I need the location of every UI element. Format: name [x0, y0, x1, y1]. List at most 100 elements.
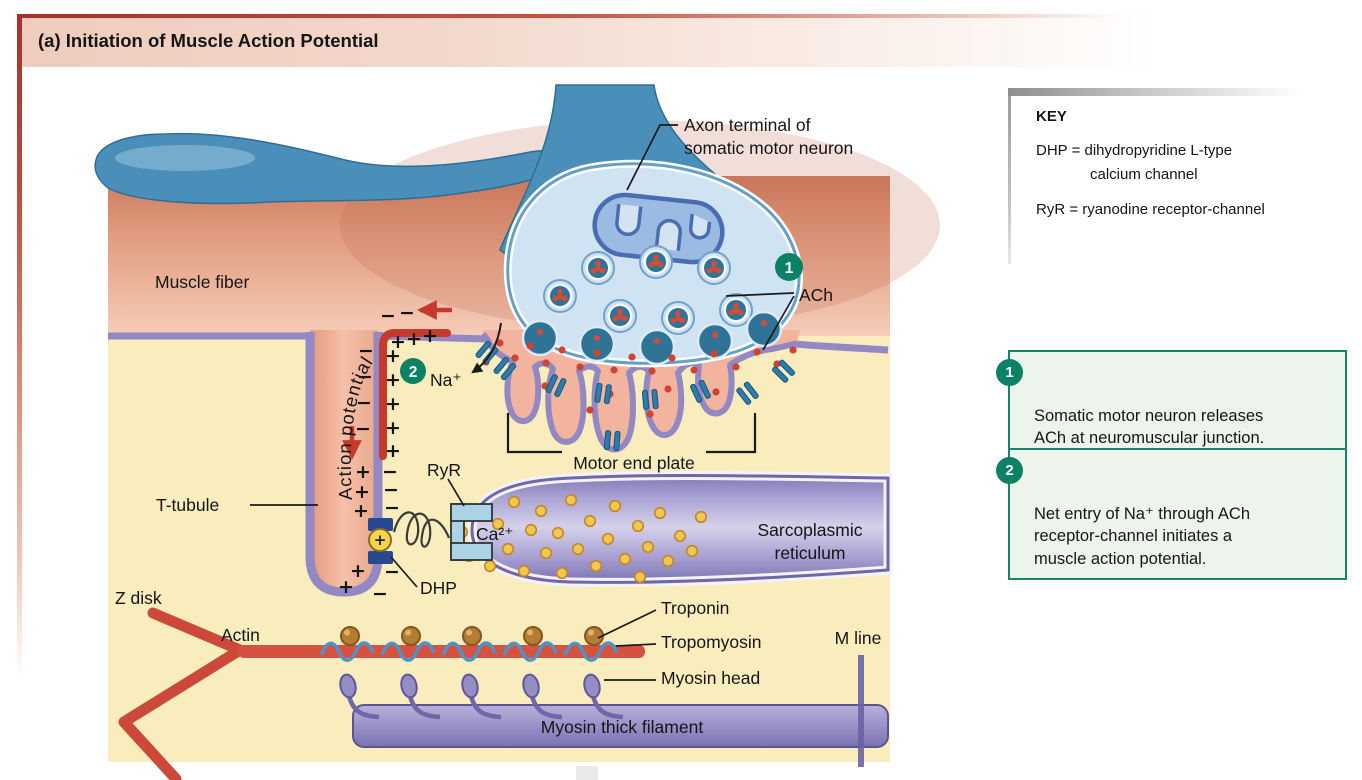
action-potential-wave	[379, 329, 451, 460]
dhp-label: DHP	[420, 578, 457, 598]
svg-text:+: +	[385, 417, 401, 439]
ach-receptor-channel-icon	[641, 389, 659, 410]
synaptic-vesicle-icon	[581, 251, 615, 285]
callout-step-2: 2 Net entry of Na⁺ through ACh receptor-…	[996, 448, 1347, 581]
callout-2-text: Net entry of Na⁺ through ACh receptor-ch…	[1034, 504, 1250, 568]
key-box-top-rule	[1008, 88, 1320, 96]
dhp-channel-icon: +	[368, 518, 393, 564]
svg-text:−: −	[355, 418, 371, 440]
sr-label-line1: Sarcoplasmic	[757, 520, 862, 540]
svg-text:+: +	[422, 325, 438, 347]
sarcomere-unit	[319, 626, 380, 720]
z-disk-structure	[118, 607, 246, 780]
sr-label-line2: reticulum	[775, 543, 846, 563]
svg-text:−: −	[384, 497, 400, 519]
t-tubule-label: T-tubule	[156, 495, 219, 515]
synaptic-vesicle-icon	[719, 293, 753, 327]
ach-receptor-channel-icon	[493, 356, 517, 381]
troponin-label: Troponin	[661, 598, 729, 618]
sarcomere-unit	[563, 626, 624, 720]
positive-charges: +++++++++++++	[338, 325, 438, 598]
key-dhp-definition-line1: DHP = dihydropyridine L-type	[1036, 141, 1233, 159]
sarcolemma-membrane	[794, 340, 889, 354]
calcium-ions	[455, 493, 708, 584]
myosin-head-icon	[522, 673, 540, 699]
key-heading: KEY	[1036, 108, 1067, 125]
m-line-label: M line	[835, 628, 882, 648]
dhp-ryr-link-icon	[392, 511, 451, 548]
svg-text:−: −	[358, 340, 374, 362]
membrane-pocket-icon	[521, 319, 559, 357]
svg-text:+: +	[385, 393, 401, 415]
svg-text:−: −	[372, 583, 388, 605]
svg-text:+: +	[406, 328, 422, 350]
svg-text:+: +	[354, 481, 370, 503]
myosin-neck-icon	[468, 695, 502, 720]
left-accent-bar	[17, 14, 22, 704]
tropomyosin-icon	[441, 641, 497, 662]
step-2-badge-number: 2	[409, 364, 418, 381]
svg-text:−: −	[357, 366, 373, 388]
membrane-pocket-icon	[638, 328, 676, 366]
tropomyosin-icon	[380, 641, 436, 662]
myosin-neck-icon	[590, 695, 624, 720]
callout-1-badge: 1	[996, 359, 1023, 386]
membrane-pocket-icon	[745, 310, 783, 348]
troponin-icon	[340, 626, 360, 646]
ach-label: ACh	[799, 285, 833, 305]
ach-receptor-channel-icon	[772, 359, 796, 383]
motor-end-plate-membrane	[480, 331, 798, 453]
svg-text:−: −	[380, 305, 396, 327]
na-entry-arrow-icon	[471, 322, 502, 374]
t-tubule-membrane	[305, 332, 383, 597]
ryr-channel-icon	[450, 503, 493, 561]
svg-text:−: −	[384, 561, 400, 583]
key-dhp-definition-line2: calcium channel	[1090, 165, 1198, 183]
svg-text:+: +	[390, 331, 406, 353]
callout-1-text: Somatic motor neuron releases ACh at neu…	[1034, 406, 1265, 448]
key-ryr-definition: RyR = ryanodine receptor-channel	[1036, 201, 1265, 219]
tropomyosin-icon	[563, 641, 619, 662]
myosin-head-icon	[400, 673, 418, 699]
troponin-tropomyosin-myosin-units	[319, 626, 624, 720]
panel-title: (a) Initiation of Muscle Action Potentia…	[38, 30, 379, 51]
callout-step-1: 1 Somatic motor neuron releases ACh at n…	[996, 350, 1347, 460]
svg-text:−: −	[399, 302, 415, 324]
myosin-head-icon	[339, 673, 357, 699]
sarcoplasmic-reticulum-outline	[470, 473, 890, 584]
ach-receptor-channel-icon	[603, 430, 621, 451]
membrane-pocket-icon	[578, 325, 616, 363]
troponin-icon	[523, 626, 543, 646]
callout-2-badge: 2	[996, 457, 1023, 484]
svg-text:+: +	[355, 461, 371, 483]
tropomyosin-icon	[319, 641, 375, 662]
svg-text:−: −	[383, 479, 399, 501]
tropomyosin-icon	[502, 641, 558, 662]
negative-charges: −−−−−−−−−−−−	[355, 300, 434, 605]
step-1-badge-number: 1	[785, 260, 794, 277]
na-label: Na⁺	[430, 370, 462, 390]
synaptic-vesicle-icon	[543, 279, 577, 313]
svg-text:+: +	[338, 576, 354, 598]
t-tubule	[310, 330, 378, 592]
svg-text:+: +	[385, 345, 401, 367]
ryr-label: RyR	[427, 460, 461, 480]
dhp-plus-symbol: +	[374, 531, 387, 549]
myosin-head-icon	[461, 673, 479, 699]
synaptic-vesicle-icon	[603, 299, 637, 333]
key-box: KEY DHP = dihydropyridine L-type calcium…	[1008, 88, 1320, 264]
actin-label: Actin	[221, 625, 260, 645]
svg-text:+: +	[385, 440, 401, 462]
sarcomere-unit	[441, 626, 502, 720]
svg-text:−: −	[382, 461, 398, 483]
ach-receptor-channel-icon	[736, 381, 759, 405]
ach-receptor-channel-icon	[690, 379, 711, 403]
svg-text:+: +	[350, 560, 366, 582]
sarcomere-unit	[502, 626, 563, 720]
synaptic-vesicle-icon	[661, 301, 695, 335]
z-disk-label: Z disk	[115, 588, 162, 608]
muscle-fiber-label: Muscle fiber	[155, 272, 250, 292]
axon-terminal-outline	[506, 162, 801, 365]
leader-lines	[250, 124, 795, 681]
